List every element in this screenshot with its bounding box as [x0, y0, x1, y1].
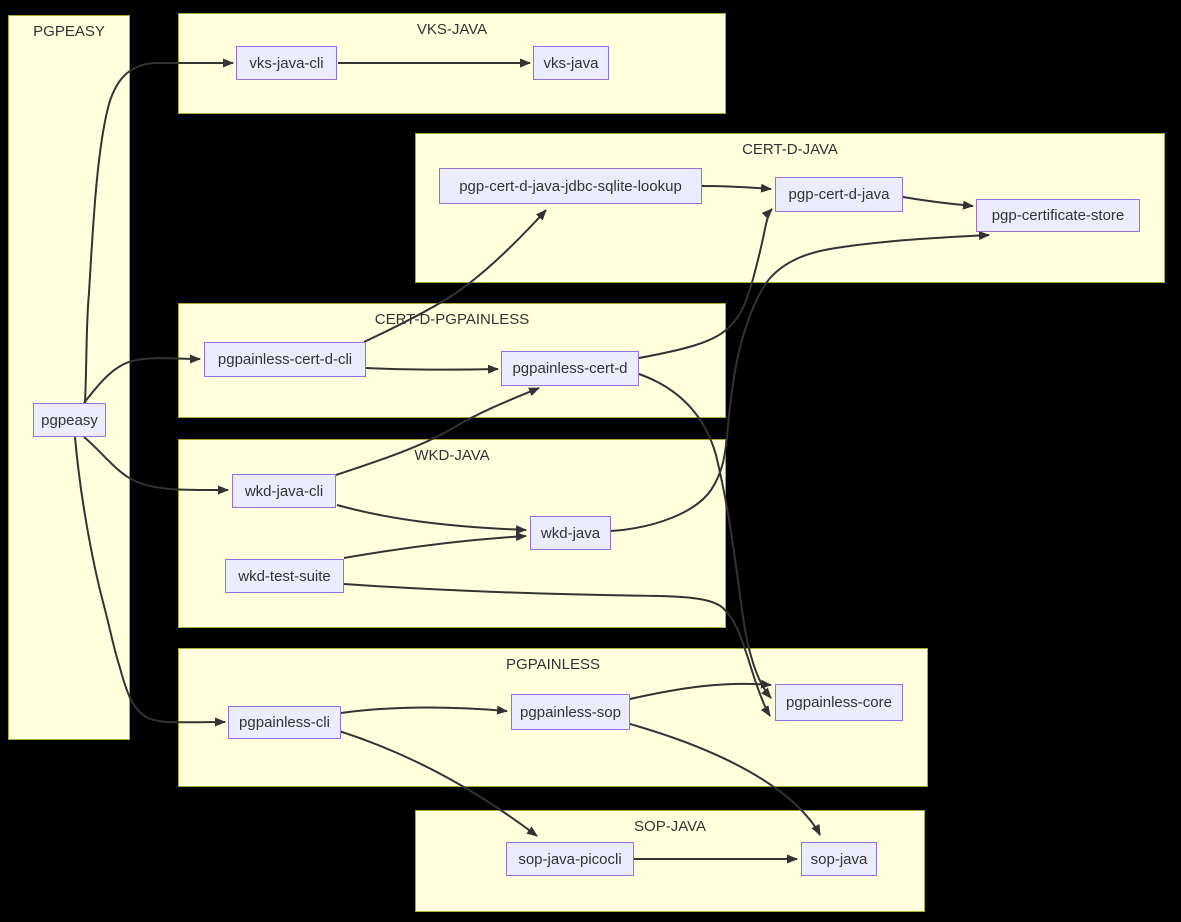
- node-vks-java-cli: vks-java-cli: [236, 46, 337, 80]
- node-label: pgpainless-cli: [239, 714, 330, 731]
- node-sop-java-picocli: sop-java-picocli: [506, 842, 634, 876]
- node-pgpainless-cert-d: pgpainless-cert-d: [501, 351, 639, 386]
- node-label: wkd-java: [540, 524, 601, 542]
- node-pgp-certificate-store: pgp-certificate-store: [976, 199, 1140, 232]
- node-label: pgp-cert-d-java: [788, 186, 890, 203]
- node-label: vks-java: [543, 54, 599, 72]
- node-pgpainless-cli: pgpainless-cli: [228, 706, 341, 739]
- subgraph-title: VKS-JAVA: [416, 21, 488, 38]
- subgraph-title: PGPEASY: [33, 23, 105, 40]
- subgraph-wkd-java: WKD-JAVA: [178, 439, 726, 628]
- node-pgp-cert-d-java-jdbc-sqlite-lookup: pgp-cert-d-java-jdbc-sqlite-lookup: [439, 168, 702, 204]
- node-pgpainless-cert-d-cli: pgpainless-cert-d-cli: [204, 342, 366, 377]
- node-pgpeasy: pgpeasy: [33, 403, 106, 437]
- node-label: pgpainless-sop: [520, 703, 621, 721]
- node-label: pgp-cert-d-java-jdbc-sqlite-lookup: [459, 177, 682, 195]
- node-label: pgp-certificate-store: [991, 207, 1125, 224]
- node-pgpainless-core: pgpainless-core: [775, 684, 903, 721]
- node-pgpainless-sop: pgpainless-sop: [511, 694, 630, 730]
- node-pgp-cert-d-java: pgp-cert-d-java: [775, 177, 903, 212]
- subgraph-title: CERT-D-JAVA: [742, 141, 838, 158]
- subgraph-title: WKD-JAVA: [414, 447, 490, 464]
- node-wkd-java: wkd-java: [530, 516, 611, 550]
- node-label: sop-java-picocli: [518, 850, 622, 868]
- node-vks-java: vks-java: [533, 46, 609, 80]
- node-label: wkd-java-cli: [244, 482, 324, 500]
- node-label: pgpainless-core: [786, 694, 892, 711]
- node-label: wkd-test-suite: [238, 567, 331, 585]
- node-label: sop-java: [810, 850, 868, 868]
- node-sop-java: sop-java: [801, 842, 877, 876]
- node-label: vks-java-cli: [249, 54, 324, 72]
- subgraph-pgpeasy: PGPEASY: [8, 15, 130, 740]
- subgraph-title: PGPAINLESS: [506, 656, 600, 673]
- subgraph-title: SOP-JAVA: [634, 818, 706, 835]
- node-wkd-java-cli: wkd-java-cli: [232, 474, 336, 508]
- node-label: pgpeasy: [41, 411, 98, 429]
- node-label: pgpainless-cert-d-cli: [217, 351, 353, 368]
- node-label: pgpainless-cert-d: [512, 360, 628, 377]
- subgraph-title: CERT-D-PGPAINLESS: [374, 311, 530, 328]
- node-wkd-test-suite: wkd-test-suite: [225, 559, 344, 593]
